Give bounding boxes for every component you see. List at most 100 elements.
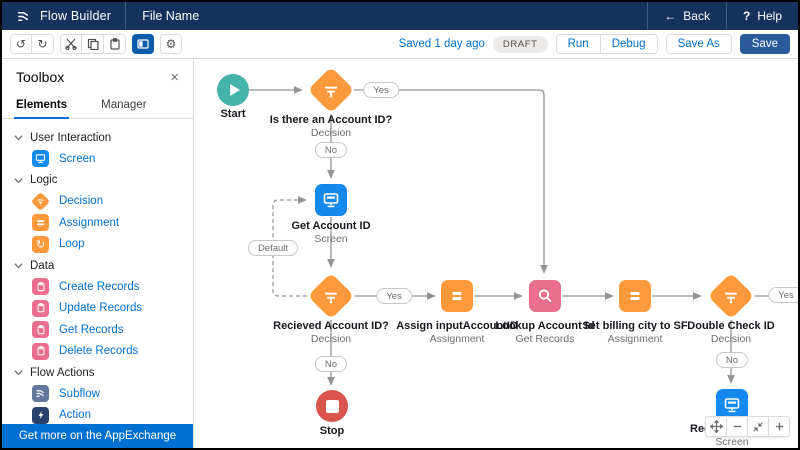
undo-icon: ↺ (15, 37, 27, 51)
node-assignment-set-billing-city[interactable] (619, 280, 651, 312)
element-assignment[interactable]: Assignment (14, 212, 193, 234)
node-get-records-lookup-account[interactable] (529, 280, 561, 312)
minus-icon (733, 425, 741, 428)
node-subtitle: Decision (310, 333, 352, 345)
screen-icon (323, 193, 339, 208)
element-action[interactable]: Action (14, 405, 193, 425)
connector-label-default[interactable]: Default (247, 240, 299, 256)
node-decision-is-there-account-id[interactable] (307, 66, 355, 114)
element-screen[interactable]: Screen (14, 148, 193, 170)
node-subtitle: Assignment (429, 333, 485, 345)
node-subtitle: Get Records (515, 333, 575, 345)
undo-redo-group: ↺ ↻ (10, 34, 54, 54)
decision-icon (325, 86, 337, 98)
node-start[interactable] (217, 74, 249, 106)
back-arrow-icon: ← (664, 9, 677, 23)
node-subtitle: Decision (710, 333, 752, 345)
status-badge: DRAFT (492, 35, 548, 53)
debug-button[interactable]: Debug (600, 34, 658, 54)
node-title: Get Account ID (291, 220, 371, 232)
close-icon[interactable]: × (170, 68, 179, 86)
screen-icon (724, 398, 740, 413)
element-delete-records[interactable]: Delete Records (14, 341, 193, 363)
left-panel-icon (137, 39, 149, 49)
toolbox-title: Toolbox (16, 69, 65, 85)
connector-label-yes[interactable]: Yes (376, 288, 412, 304)
tab-elements[interactable]: Elements (13, 93, 70, 119)
element-update-records[interactable]: Update Records (14, 298, 193, 320)
undo-button[interactable]: ↺ (10, 34, 32, 54)
section-user-interaction[interactable]: User Interaction (14, 127, 193, 148)
run-button[interactable]: Run (555, 34, 601, 54)
element-create-records[interactable]: Create Records (14, 276, 193, 298)
section-data[interactable]: Data (14, 255, 193, 276)
node-title: Is there an Account ID? (269, 114, 393, 126)
screen-icon (32, 150, 49, 168)
chevron-down-icon (14, 177, 23, 183)
node-title: Assign inputAccountID (396, 320, 518, 332)
tab-manager[interactable]: Manager (101, 99, 147, 111)
pan-button[interactable] (706, 417, 726, 436)
zoom-out-button[interactable] (726, 417, 747, 436)
assignment-icon (32, 214, 49, 232)
zoom-in-button[interactable] (768, 417, 789, 436)
clipboard-group (60, 34, 126, 54)
copy-icon (87, 38, 99, 50)
loop-icon: ↻ (32, 235, 49, 253)
node-screen-bottom-right[interactable] (716, 389, 748, 421)
header-divider (725, 2, 727, 30)
section-logic[interactable]: Logic (14, 170, 193, 191)
toggle-toolbox-button[interactable] (132, 34, 154, 54)
back-label: Back (683, 9, 710, 23)
paste-button[interactable] (104, 34, 126, 54)
create-records-icon (32, 278, 49, 296)
copy-button[interactable] (82, 34, 104, 54)
element-decision[interactable]: Decision (14, 191, 193, 213)
node-decision-double-check-id[interactable] (707, 272, 755, 320)
settings-button[interactable]: ⚙ (160, 34, 182, 54)
node-start-title: Start (220, 108, 246, 120)
connector-label-no[interactable]: No (314, 142, 348, 158)
fit-view-button[interactable] (747, 417, 768, 436)
element-get-records[interactable]: Get Records (14, 319, 193, 341)
decision-icon (30, 191, 51, 211)
assignment-icon (630, 292, 640, 300)
save-as-button[interactable]: Save As (665, 34, 732, 54)
node-title: Double Check ID (687, 320, 775, 332)
scissors-icon (65, 38, 77, 50)
redo-icon: ↻ (37, 37, 48, 51)
node-subtitle: Decision (310, 127, 352, 139)
element-loop[interactable]: ↻ Loop (14, 234, 193, 256)
node-assignment-input-account-id[interactable] (441, 280, 473, 312)
node-stop[interactable] (316, 390, 348, 422)
flow-logo-icon (16, 9, 31, 24)
header-divider (647, 2, 649, 30)
toolbar-right: Saved 1 day ago DRAFT Run Debug Save As … (399, 34, 790, 54)
back-button[interactable]: ← Back (648, 2, 726, 30)
connector-label-no[interactable]: No (715, 352, 749, 368)
play-icon (229, 84, 240, 96)
section-flow-actions[interactable]: Flow Actions (14, 362, 193, 383)
flow-toolbar: ↺ ↻ ⚙ Saved 1 day ago DRAFT Run Debug (2, 30, 798, 59)
header-divider (125, 2, 127, 30)
connector-label-yes[interactable]: Yes (768, 287, 798, 303)
pan-icon (709, 420, 723, 433)
appexchange-button[interactable]: Get more on the AppExchange (2, 424, 193, 448)
node-decision-recieved-account-id[interactable] (307, 272, 355, 320)
cut-button[interactable] (60, 34, 82, 54)
element-subflow[interactable]: Subflow (14, 383, 193, 405)
connector-label-no[interactable]: No (314, 356, 348, 372)
connector-label-yes[interactable]: Yes (363, 82, 399, 98)
delete-records-icon (32, 342, 49, 360)
redo-button[interactable]: ↻ (32, 34, 54, 54)
flow-canvas[interactable]: Start Is there an Account ID? Decision G… (194, 59, 798, 448)
canvas-zoom-controls (705, 416, 790, 437)
node-screen-get-account-id[interactable] (315, 184, 347, 216)
node-stop-title: Stop (319, 425, 345, 437)
node-subtitle: Screen (715, 436, 749, 448)
node-subtitle: Assignment (607, 333, 663, 345)
app-brand: Flow Builder (2, 2, 125, 30)
save-button[interactable]: Save (739, 34, 790, 54)
paste-icon (109, 38, 120, 50)
help-button[interactable]: ? Help (727, 2, 798, 30)
